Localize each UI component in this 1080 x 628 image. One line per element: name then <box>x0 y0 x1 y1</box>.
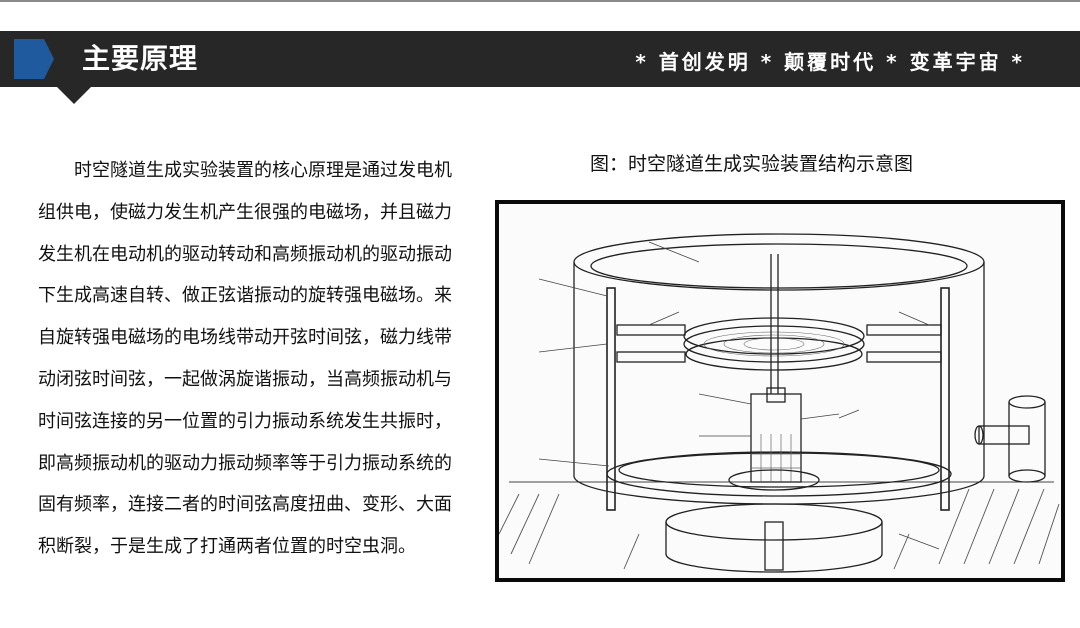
paragraph-line: 组供电，使磁力发生机产生很强的电磁场，并且磁力 <box>38 201 452 223</box>
paragraph-line: 时空隧道生成实验装置的核心原理是通过发电机 <box>74 160 452 181</box>
paragraph-line: 动闭弦时间弦，一起做涡旋谐振动，当高频振动机与 <box>38 368 452 390</box>
principle-paragraph: 时空隧道生成实验装置的核心原理是通过发电机 组供电，使磁力发生机产生很强的电磁场… <box>38 150 478 568</box>
header-pointer <box>57 87 91 104</box>
page-title: 主要原理 <box>82 42 199 75</box>
header-accent-shape <box>14 39 54 79</box>
paragraph-line: 时间弦连接的另一位置的引力振动系统发生共振时， <box>38 410 452 432</box>
apparatus-diagram <box>495 200 1065 582</box>
paragraph-line: 积断裂，于是生成了打通两者位置的时空虫洞。 <box>38 536 416 558</box>
apparatus-sketch <box>499 233 1060 573</box>
paragraph-line: 自旋转强电磁场的电场线带动开弦时间弦，磁力线带 <box>38 327 452 349</box>
figure-caption: 图：时空隧道生成实验装置结构示意图 <box>590 153 914 175</box>
header-bar <box>0 31 1080 87</box>
top-rule <box>0 0 1080 2</box>
paragraph-line: 即高频振动机的驱动力振动频率等于引力振动系统的 <box>38 452 452 474</box>
paragraph-line: 发生机在电动机的驱动转动和高频振动机的驱动振动 <box>38 243 452 265</box>
paragraph-line: 下生成高速自转、做正弦谐振动的旋转强电磁场。来 <box>38 285 452 307</box>
header-slogan: * 首创发明 * 颠覆时代 * 变革宇宙 * <box>635 50 1025 74</box>
paragraph-line: 固有频率，连接二者的时间弦高度扭曲、变形、大面 <box>38 494 452 516</box>
